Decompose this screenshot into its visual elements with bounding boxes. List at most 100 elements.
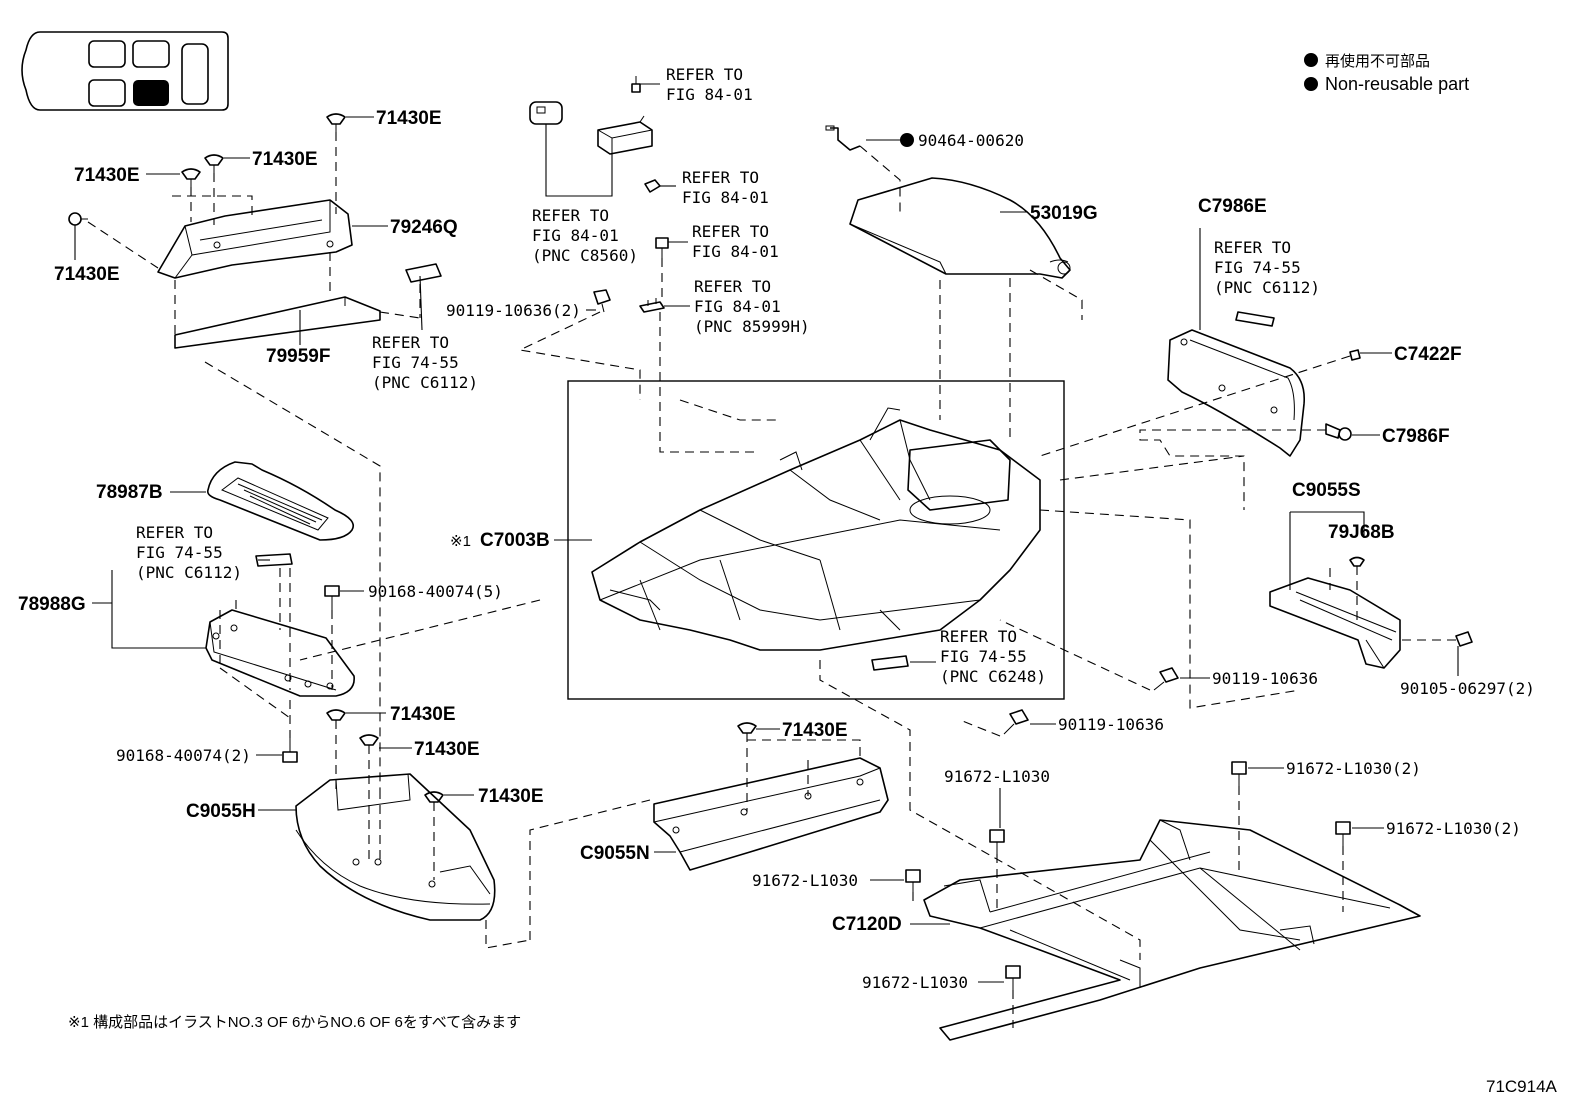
clip-c7422f-icon (1349, 349, 1361, 361)
label-c7986e: C7986E (1198, 196, 1267, 217)
label-90464-00620: 90464-00620 (918, 131, 1024, 150)
tag-c6112-drawing (405, 263, 442, 283)
label-91672-l1030: 91672-L1030 (944, 767, 1050, 786)
label-91672-l1030-2: 91672-L1030(2) (1286, 759, 1421, 778)
cover-79246q-drawing (157, 199, 353, 279)
label-71430e: 71430E (390, 704, 456, 725)
refer-line: (PNC 85999H) (694, 317, 810, 336)
bolt-90119-icon (593, 289, 611, 313)
bolt-91672-icon (1005, 965, 1021, 990)
figure-code: 71C914A (1486, 1077, 1558, 1096)
cover-c7986e-drawing (1167, 329, 1306, 457)
plate-78988g-drawing (205, 609, 355, 697)
label-71430e: 71430E (376, 108, 442, 129)
clip-71430e-icon (326, 113, 346, 132)
harness-90464-drawing (825, 125, 861, 151)
refer-line: FIG 74-55 (372, 353, 459, 372)
label-79j68b: 79J68B (1328, 522, 1395, 543)
label-c7003b: C7003B (480, 530, 550, 551)
tag-c6112-drawing (1235, 311, 1275, 327)
legend-jp: 再使用不可部品 (1325, 53, 1430, 70)
clip-79j68b-icon (1349, 556, 1365, 567)
refer-block-pnc-85999h: REFER TO FIG 84-01 (PNC 85999H) (694, 277, 810, 336)
pad-53019g-drawing (849, 177, 1071, 279)
bolt-91672-icon (1231, 761, 1247, 786)
label-c9055s: C9055S (1292, 480, 1361, 501)
clip-c7986f-icon (1325, 423, 1352, 441)
label-c7422f: C7422F (1394, 344, 1462, 365)
label-91672-l1030: 91672-L1030 (752, 871, 858, 890)
switch-c8560-drawing (529, 101, 653, 155)
bolt-90119-icon (1153, 667, 1179, 691)
tag-c6248-drawing (871, 655, 909, 671)
bolt-90168-icon (282, 738, 298, 763)
refer-line: REFER TO (532, 206, 609, 225)
refer-block-pnc-c6112: REFER TO FIG 74-55 (PNC C6112) (372, 333, 478, 392)
label-71430e: 71430E (252, 149, 318, 170)
bolt-91672-icon (989, 829, 1005, 854)
cover-c9055n-drawing (653, 757, 889, 871)
clip-fig84-icon (631, 76, 641, 93)
refer-line: (PNC C6112) (1214, 278, 1320, 297)
refer-line: FIG 84-01 (666, 85, 753, 104)
label-71430e: 71430E (478, 786, 544, 807)
label-91672-l1030-2: 91672-L1030(2) (1386, 819, 1521, 838)
seat-frame-c7003b-drawing (591, 407, 1041, 651)
label-71430e: 71430E (782, 720, 848, 741)
refer-line: FIG 84-01 (532, 226, 619, 245)
bolt-91672-icon (1335, 821, 1351, 846)
refer-block-fig84-01: REFER TO FIG 84-01 (692, 222, 779, 261)
label-90168-40074-2: 90168-40074(2) (116, 746, 251, 765)
non-reusable-dot-icon (900, 133, 914, 147)
cover-c9055h-drawing (295, 773, 496, 921)
label-79246q: 79246Q (390, 217, 458, 238)
nut-85999h-icon (639, 298, 665, 313)
refer-line: (PNC C6112) (372, 373, 478, 392)
bolt-90105-icon (1455, 631, 1473, 647)
bolt-91672-icon (905, 869, 921, 892)
label-71430e: 71430E (54, 264, 120, 285)
bracket-79959f-drawing (174, 296, 381, 349)
refer-block-pnc-c8560: REFER TO FIG 84-01 (PNC C8560) (532, 206, 638, 265)
refer-line: FIG 74-55 (1214, 258, 1301, 277)
refer-line: REFER TO (682, 168, 759, 187)
refer-line: (PNC C6112) (136, 563, 242, 582)
refer-line: FIG 84-01 (692, 242, 779, 261)
label-78987b: 78987B (96, 482, 163, 503)
clip-71430e-icon (181, 168, 201, 187)
bolt-90119-icon (1003, 709, 1029, 735)
clip-71430e-icon (424, 791, 444, 803)
refer-line: REFER TO (692, 222, 769, 241)
non-reusable-dot-icon (1304, 53, 1318, 67)
bolt-90168-icon (324, 585, 340, 610)
label-91672-l1030: 91672-L1030 (862, 973, 968, 992)
refer-line: REFER TO (372, 333, 449, 352)
refer-line: FIG 84-01 (694, 297, 781, 316)
refer-block-pnc-c6112: REFER TO FIG 74-55 (PNC C6112) (136, 523, 242, 582)
clip-71430e-icon (68, 212, 88, 226)
refer-line: (PNC C8560) (532, 246, 638, 265)
label-79959f: 79959F (266, 346, 330, 367)
legend-en: Non-reusable part (1325, 74, 1469, 94)
refer-line: REFER TO (1214, 238, 1291, 257)
refer-line: REFER TO (694, 277, 771, 296)
label-90119-10636-2: 90119-10636(2) (446, 301, 581, 320)
footnote: ※1 構成部品はイラストNO.3 OF 6からNO.6 OF 6をすべて含みます (68, 1014, 521, 1031)
refer-line: REFER TO (666, 65, 743, 84)
refer-line: FIG 74-55 (136, 543, 223, 562)
legend: 再使用不可部品 Non-reusable part (1304, 53, 1469, 94)
label-c7986f: C7986F (1382, 426, 1450, 447)
label-71430e: 71430E (414, 739, 480, 760)
label-c7120d: C7120D (832, 914, 902, 935)
seat-position-locator-icon (21, 31, 229, 111)
bolt-fig84-icon (655, 237, 669, 258)
refer-line: (PNC C6248) (940, 667, 1046, 686)
refer-line: FIG 84-01 (682, 188, 769, 207)
refer-block-fig84-01: REFER TO FIG 84-01 (666, 65, 753, 104)
refer-line: REFER TO (136, 523, 213, 542)
label-90105-06297-2: 90105-06297(2) (1400, 679, 1535, 698)
label-90119-10636: 90119-10636 (1058, 715, 1164, 734)
cover-c9055s-drawing (1269, 577, 1401, 669)
